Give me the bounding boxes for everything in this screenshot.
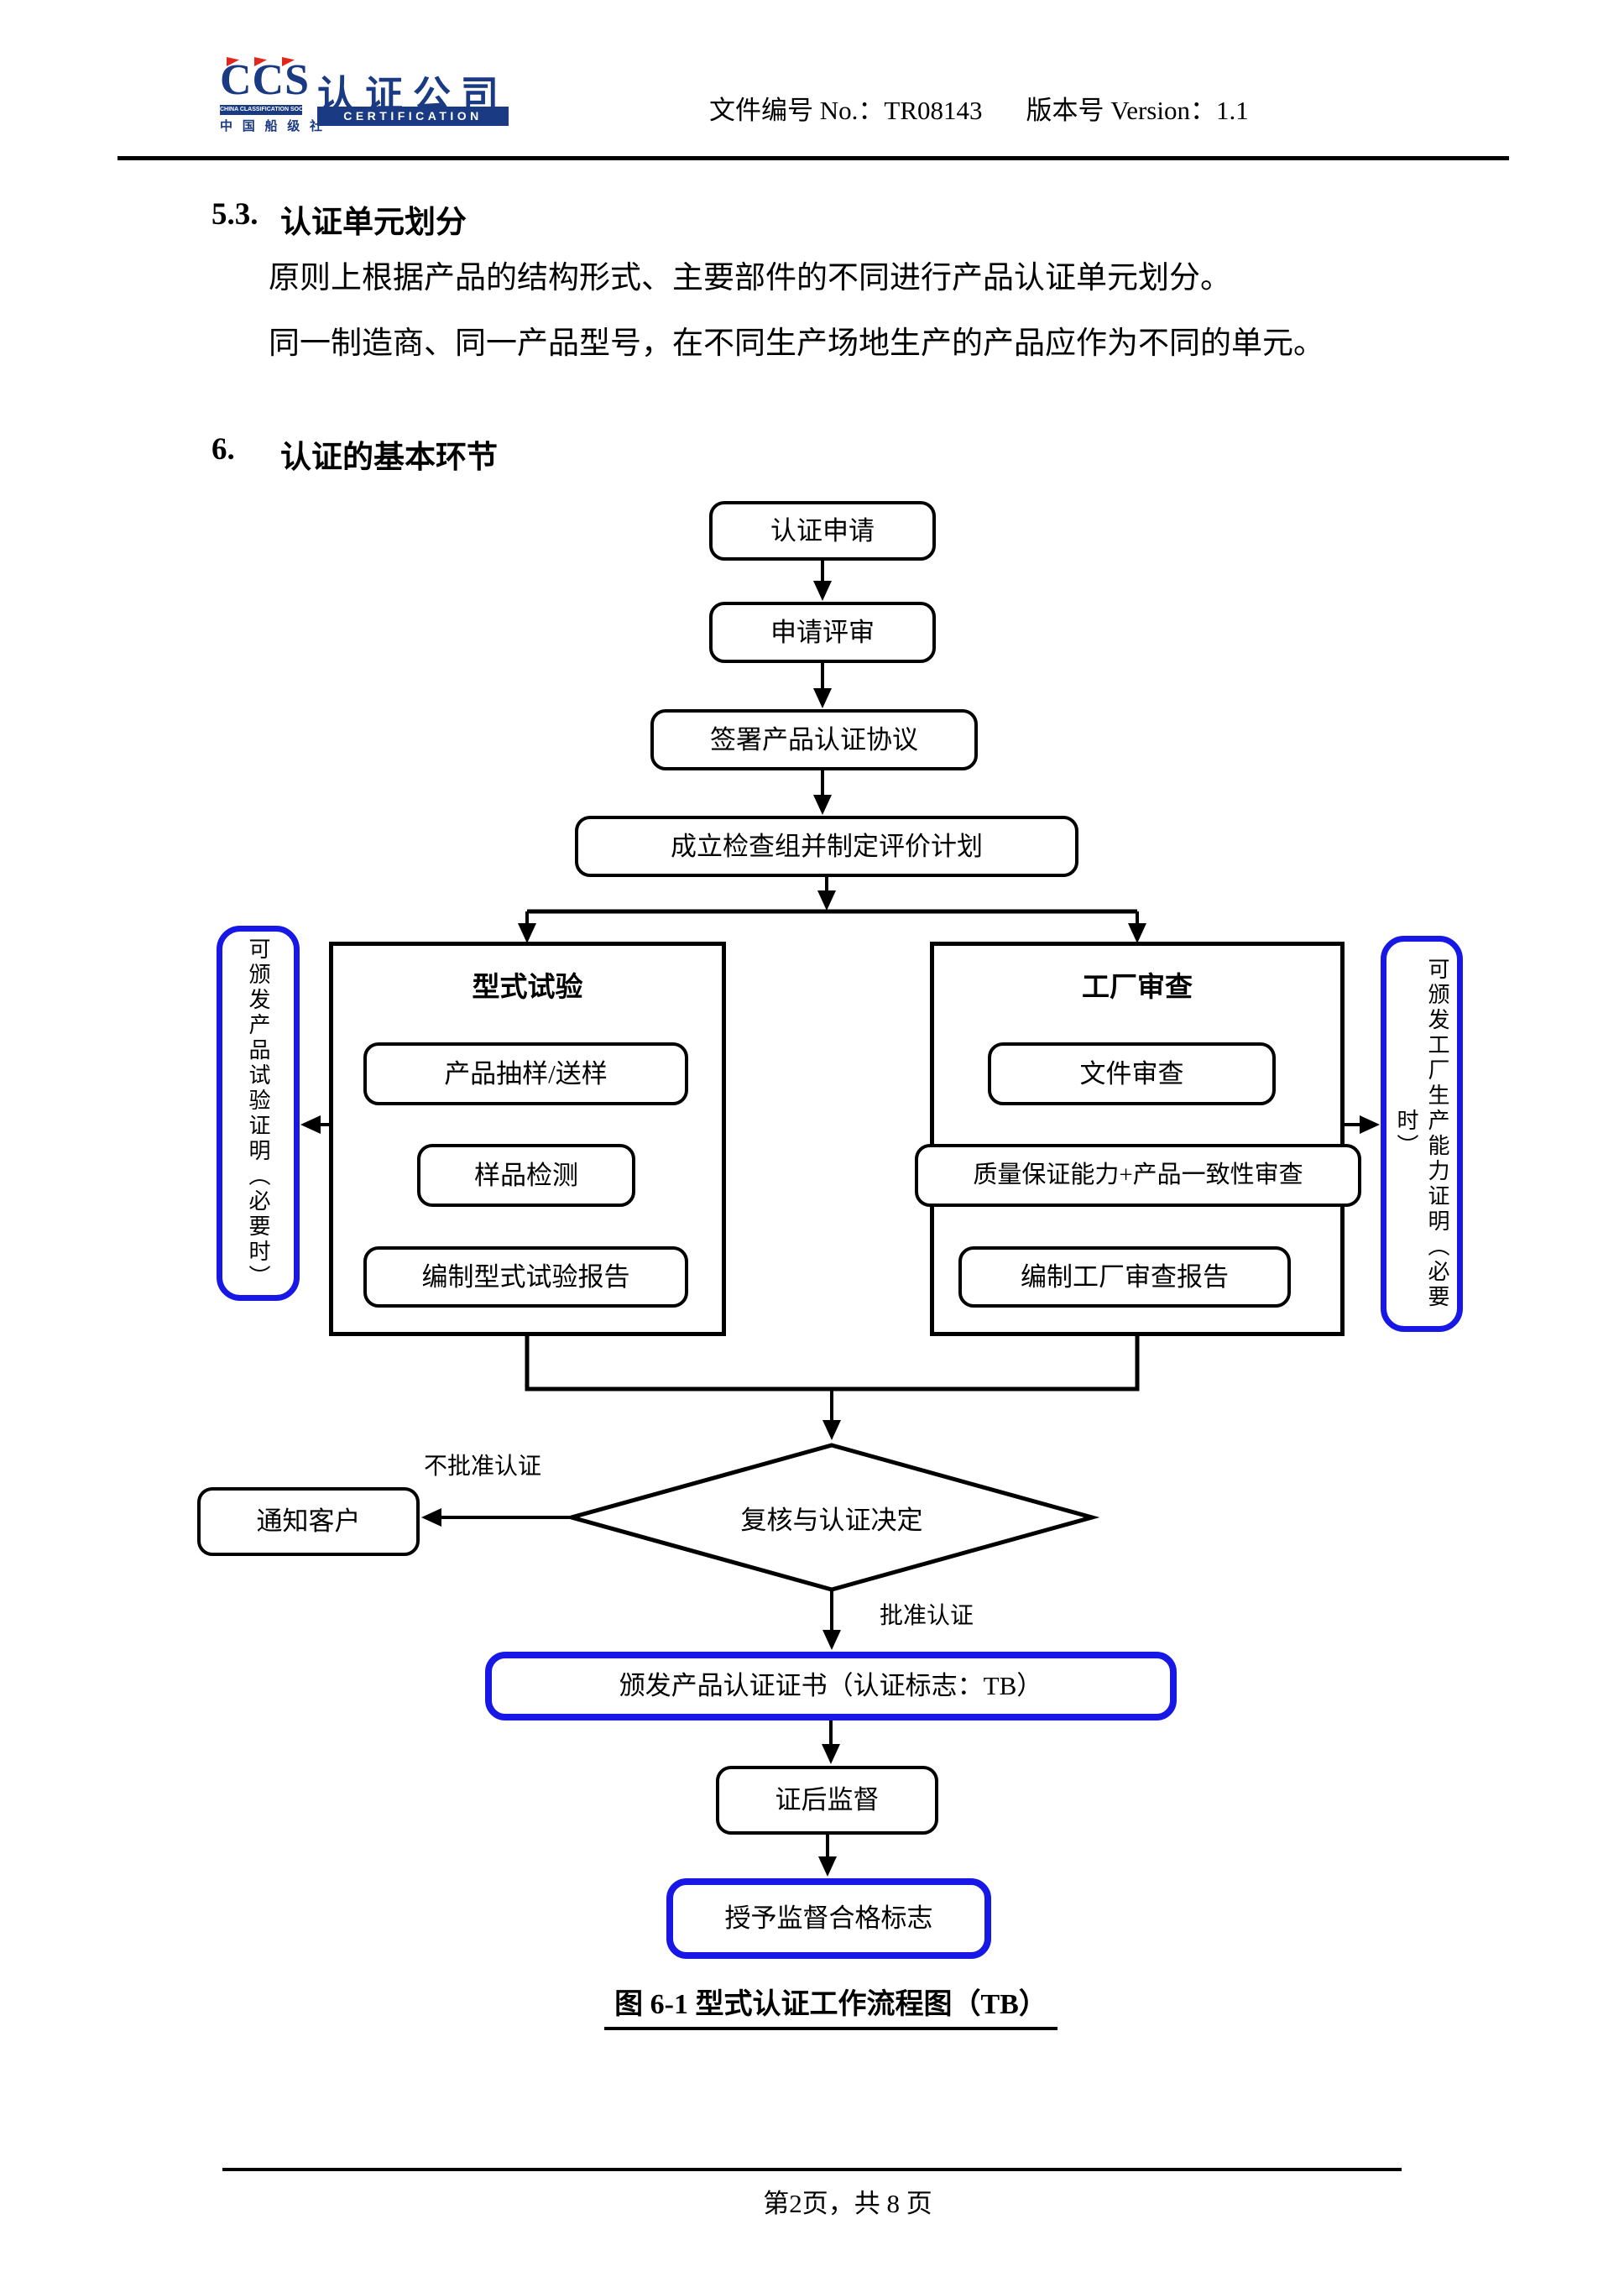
society-en-bar: CHINA CLASSIFICATION SOCIETY — [220, 105, 302, 115]
node-decision: 复核与认证决定 — [740, 1506, 923, 1535]
section-53-title: 认证单元划分 — [280, 206, 467, 240]
section-53-number: 5.3. — [211, 197, 258, 232]
label-reject: 不批准认证 — [424, 1454, 542, 1480]
node-qa-consistency-review: 质量保证能力+产品一致性审查 — [915, 1144, 1361, 1207]
figure-caption-wrap: 图 6-1 型式认证工作流程图（TB） — [453, 1981, 1209, 2030]
document-header-line: 文件编号 No.：TR08143 版本号 Version：1.1 — [709, 89, 1249, 127]
footer-page-number: 第2页，共 8 页 — [763, 2189, 932, 2218]
section-6-title: 认证的基本环节 — [280, 441, 498, 475]
node-product-sampling: 产品抽样/送样 — [363, 1042, 688, 1105]
node-certification-application: 认证申请 — [709, 501, 936, 561]
node-factory-review-report: 编制工厂审查报告 — [958, 1246, 1291, 1308]
society-cn-label: 中 国 船 级 社 — [220, 120, 326, 133]
version-number: 版本号 Version：1.1 — [1026, 96, 1249, 125]
doc-number: 文件编号 No.：TR08143 — [709, 96, 983, 125]
node-document-review: 文件审查 — [988, 1042, 1276, 1105]
node-notify-customer: 通知客户 — [197, 1487, 420, 1556]
node-post-supervision: 证后监督 — [716, 1766, 938, 1835]
group-factory-review-title: 工厂审查 — [1082, 973, 1193, 1003]
ccs-flag-icon — [282, 57, 295, 66]
note-product-test-certificate: 可颁发产品试验证明（必要时） — [217, 926, 300, 1301]
ccs-flag-icon — [254, 57, 267, 66]
node-type-test-report: 编制型式试验报告 — [363, 1246, 688, 1308]
node-inspection-team: 成立检查组并制定评价计划 — [575, 816, 1078, 877]
ccs-flag-icon — [227, 57, 239, 66]
ccs-wordmark: CCS — [220, 56, 311, 104]
node-sample-testing: 样品检测 — [417, 1144, 635, 1207]
footer-rule — [222, 2168, 1402, 2171]
certification-en-bar: CERTIFICATION — [317, 107, 509, 126]
section-53-para-2: 同一制造商、同一产品型号，在不同生产场地生产的产品应作为不同的单元。 — [269, 326, 1324, 361]
group-type-test: 型式试验 — [329, 942, 726, 1336]
group-type-test-title: 型式试验 — [472, 973, 583, 1003]
figure-caption: 图 6-1 型式认证工作流程图（TB） — [604, 1989, 1057, 2030]
group-factory-review: 工厂审查 — [930, 942, 1345, 1336]
label-approve: 批准认证 — [880, 1603, 974, 1629]
note-factory-capability-certificate: 可颁发工厂生产能力证明（必要时） — [1381, 936, 1463, 1332]
section-53-para-1: 原则上根据产品的结构形式、主要部件的不同进行产品认证单元划分。 — [269, 261, 1231, 295]
node-grant-mark: 授予监督合格标志 — [666, 1878, 991, 1959]
ccs-logo: CCS CHINA CLASSIFICATION SOCIETY 中 国 船 级… — [220, 55, 522, 156]
node-issue-certificate: 颁发产品认证证书（认证标志：TB） — [485, 1652, 1177, 1720]
node-application-review: 申请评审 — [709, 602, 936, 663]
header-rule — [117, 156, 1509, 160]
section-6-number: 6. — [211, 432, 235, 467]
node-sign-agreement: 签署产品认证协议 — [650, 709, 978, 770]
